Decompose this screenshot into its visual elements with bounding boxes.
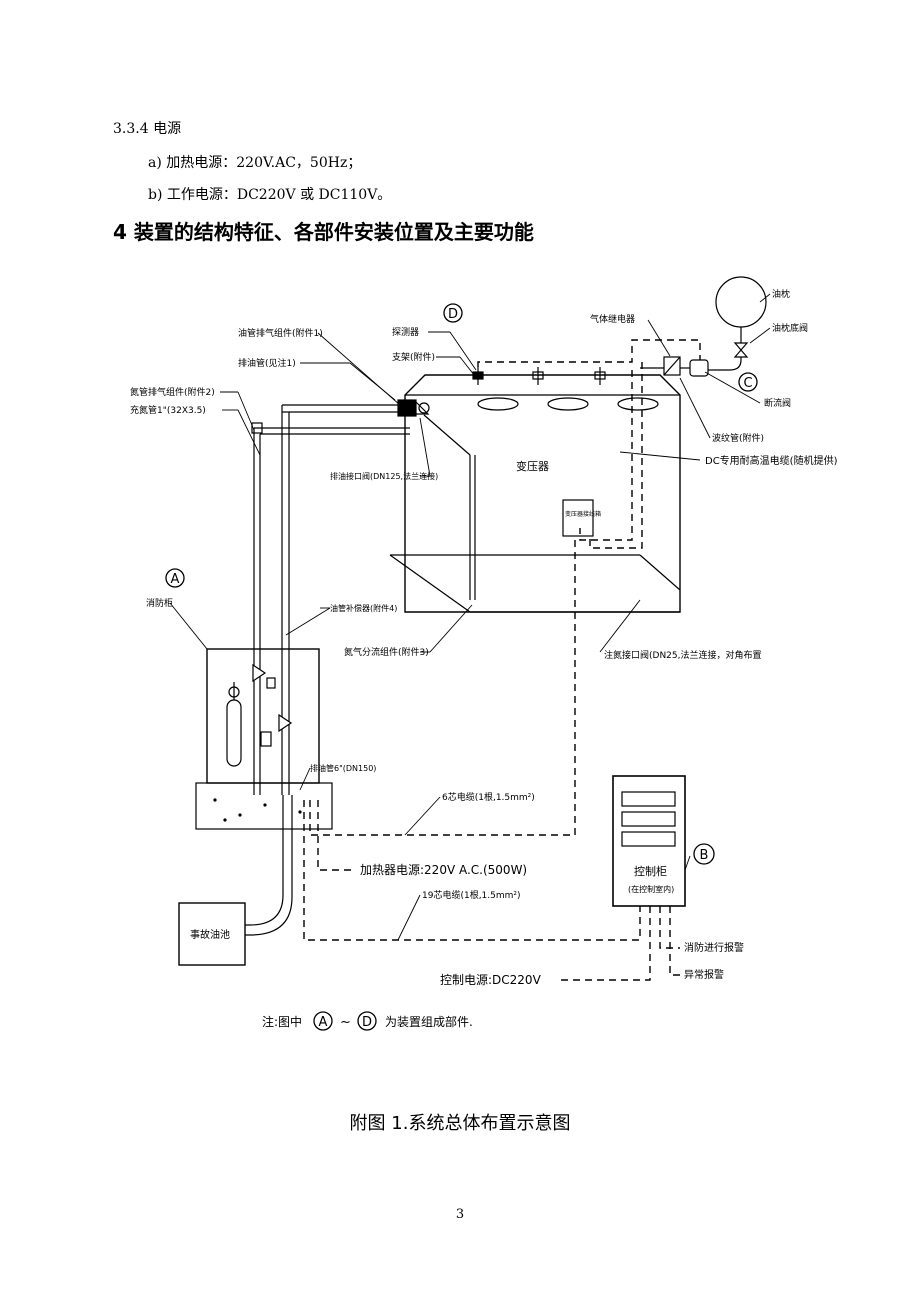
label-drain-pipe: 排油管(见注1): [238, 357, 296, 369]
marker-d: [443, 303, 463, 323]
marker-b: [693, 843, 715, 865]
detector-assembly: [472, 367, 606, 385]
note-marker-a-letter: A: [319, 1015, 328, 1030]
note-tilde: ~: [340, 1015, 351, 1030]
drain-port-valve: [397, 399, 430, 417]
label-nitrogen-splitter: 氮气分流组件(附件3): [344, 646, 429, 658]
note-marker-a: [313, 1011, 333, 1031]
conservator: [708, 276, 767, 371]
control-cabinet: [612, 775, 686, 907]
label-drain-port-valve: 排油接口阀(DN125,法兰连接): [330, 471, 438, 481]
label-fire-cabinet: 消防柜: [146, 597, 173, 609]
marker-c: [738, 372, 758, 392]
label-cable-6: 6芯电缆(1根,1.5mm²): [442, 791, 535, 803]
pit-drain-pipe: [245, 795, 293, 936]
oil-pit-box: [178, 902, 246, 966]
leader-lines: [169, 293, 771, 941]
marker-d-letter: D: [448, 307, 458, 322]
transformer-body: [389, 374, 681, 613]
label-shutoff-valve: 断流阀: [764, 397, 791, 409]
transformer-junction-box: [562, 499, 594, 537]
note-prefix: 注:图中: [262, 1014, 302, 1029]
page-number: 3: [455, 1207, 465, 1222]
label-cable-19: 19芯电缆(1根,1.5mm²): [422, 889, 521, 901]
marker-a: [165, 568, 185, 588]
label-heater-power: 加热器电源:220V A.C.(500W): [360, 863, 527, 877]
label-conservator: 油枕: [772, 288, 790, 300]
power-item-heating: a) 加热电源：220V.AC，50Hz；: [148, 155, 362, 171]
section-heading-334: 3.3.4 电源: [113, 121, 182, 137]
section-title-4: 4 装置的结构特征、各部件安装位置及主要功能: [113, 220, 534, 244]
label-oil-pit: 事故油池: [190, 928, 230, 941]
label-corrugated-pipe: 波纹管(附件): [712, 432, 764, 444]
ground-slab: [195, 782, 333, 830]
note-marker-d: [357, 1011, 377, 1031]
label-control-power: 控制电源:DC220V: [440, 973, 542, 987]
label-conservator-valve: 油枕底阀: [772, 322, 808, 334]
label-drain-pipe-6: 排油管6"(DN150): [310, 763, 376, 773]
marker-c-letter: C: [743, 376, 752, 391]
label-abnormal-alarm: 异常报警: [684, 968, 724, 981]
note-suffix: 为装置组成部件.: [385, 1014, 473, 1029]
drain-pipe: [281, 404, 476, 795]
marker-a-letter: A: [171, 572, 180, 587]
label-transformer-box: 变压器接线箱: [565, 510, 601, 518]
label-bracket: 支架(附件): [392, 351, 435, 363]
label-control-cabinet: 控制柜: [634, 864, 667, 878]
label-gas-relay: 气体继电器: [590, 313, 635, 325]
label-oil-compensator: 油管补偿器(附件4): [330, 603, 397, 613]
figure-caption: 附图 1.系统总体布置示意图: [349, 1113, 571, 1134]
label-fire-alarm: 消防进行报警: [684, 941, 744, 954]
label-transformer: 变压器: [516, 459, 549, 473]
label-detector: 探测器: [392, 326, 419, 338]
label-nitrogen-pipe: 充氮管1"(32X3.5): [130, 404, 206, 416]
label-oil-pipe-vent: 油管排气组件(附件1): [238, 327, 323, 339]
label-control-cabinet-note: (在控制室内): [628, 884, 674, 894]
marker-b-letter: B: [700, 848, 709, 863]
label-dc-cable: DC专用耐高温电缆(随机提供): [705, 454, 838, 467]
cables: [303, 339, 701, 981]
gas-relay: [640, 356, 709, 377]
nitrogen-pipe: [251, 422, 410, 795]
fire-cabinet: [206, 648, 320, 784]
label-nitrogen-vent: 氮管排气组件(附件2): [130, 386, 215, 398]
note-marker-d-letter: D: [362, 1015, 372, 1030]
label-nitrogen-inlet-valve: 注氮接口阀(DN25,法兰连接，对角布置: [604, 649, 762, 661]
power-item-working: b) 工作电源：DC220V 或 DC110V。: [148, 187, 392, 203]
